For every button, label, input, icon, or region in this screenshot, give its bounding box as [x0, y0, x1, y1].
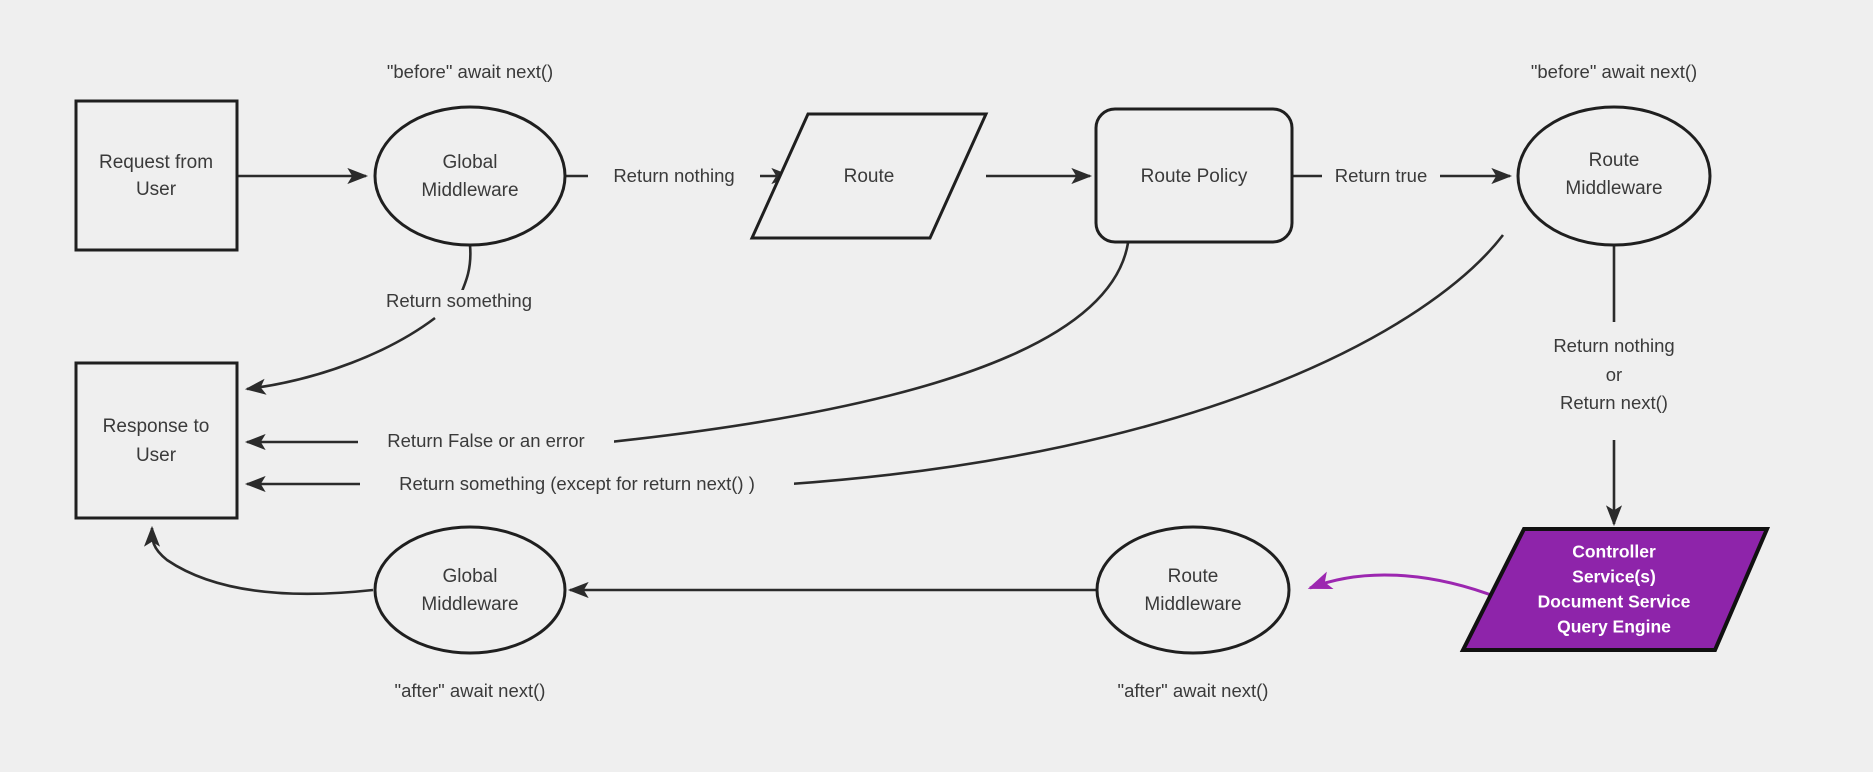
annotation-after-route-middleware: "after" await next(): [1118, 680, 1269, 701]
route-middleware-bottom-label-line1: Route: [1168, 566, 1219, 587]
controller-services-label-line1: Controller: [1572, 542, 1656, 562]
global-middleware-bottom-label-line1: Global: [443, 566, 498, 587]
global-middleware-top-label-line1: Global: [443, 152, 498, 173]
global-middleware-bottom-ellipse: [373, 525, 567, 655]
annotation-before-global-middleware: "before" await next(): [387, 61, 553, 82]
route-middleware-bottom-label-line2: Middleware: [1144, 594, 1241, 615]
return-nothing-or-next-line2: or: [1606, 364, 1622, 385]
route-middleware-top-label-line2: Middleware: [1565, 178, 1662, 199]
edge-route-policy-to-response-curve: [609, 242, 1130, 444]
return-something-except-text: Return something (except for return next…: [399, 473, 755, 494]
controller-services-parallelogram: [1459, 527, 1771, 652]
route-policy-box: [1094, 107, 1294, 244]
node-request-from-user[interactable]: Request from User: [74, 99, 239, 252]
return-nothing-or-next-line1: Return nothing: [1553, 335, 1674, 356]
controller-services-label-line4: Query Engine: [1557, 617, 1671, 637]
edge-global-middleware-to-response-upper: [458, 244, 472, 297]
edge-label-return-false-or-error: Return False or an error: [358, 430, 614, 456]
request-from-user-label-line1: Request from: [99, 152, 213, 173]
request-from-user-label-line2: User: [136, 179, 177, 200]
response-to-user-label-line1: Response to: [103, 416, 210, 437]
node-route-middleware-bottom[interactable]: Route Middleware: [1095, 525, 1291, 655]
controller-services-label-line3: Document Service: [1538, 592, 1691, 612]
edge-route-middleware-to-response-curve: [789, 234, 1505, 486]
response-to-user-box: [74, 361, 239, 520]
edge-label-return-nothing: Return nothing: [588, 164, 760, 189]
edge-global-middleware-to-response-lower: [244, 316, 436, 395]
global-middleware-bottom-label-line2: Middleware: [421, 594, 518, 615]
edge-label-return-something: Return something: [369, 290, 570, 316]
controller-services-label-line2: Service(s): [1572, 567, 1656, 587]
return-nothing-or-next-line3: Return next(): [1560, 392, 1668, 413]
node-route-middleware-top[interactable]: Route Middleware: [1516, 105, 1712, 247]
route-policy-label: Route Policy: [1141, 166, 1248, 187]
node-global-middleware-bottom[interactable]: Global Middleware: [373, 525, 567, 655]
node-global-middleware-top[interactable]: Global Middleware: [373, 105, 567, 247]
global-middleware-top-label-line2: Middleware: [421, 180, 518, 201]
route-middleware-top-ellipse: [1516, 105, 1712, 247]
edge-global-middleware-bottom-to-response: [143, 525, 374, 596]
return-true-text: Return true: [1335, 165, 1428, 186]
node-response-to-user[interactable]: Response to User: [74, 361, 239, 520]
annotation-after-global-middleware: "after" await next(): [395, 680, 546, 701]
global-middleware-top-ellipse: [373, 105, 567, 247]
annotation-before-route-middleware: "before" await next(): [1531, 61, 1697, 82]
edge-controller-to-route-middleware-bottom: [1307, 571, 1500, 600]
route-middleware-top-label-line1: Route: [1589, 150, 1640, 171]
edge-label-return-true: Return true: [1322, 164, 1440, 189]
return-false-or-error-text: Return False or an error: [387, 430, 584, 451]
node-controller-services[interactable]: Controller Service(s) Document Service Q…: [1459, 527, 1771, 652]
response-to-user-label-line2: User: [136, 445, 177, 466]
route-parallelogram: [749, 112, 989, 240]
edge-label-return-nothing-or-next: Return nothing or Return next(): [1530, 332, 1700, 427]
route-label: Route: [844, 166, 895, 187]
return-nothing-text: Return nothing: [613, 165, 734, 186]
edge-label-return-something-except: Return something (except for return next…: [360, 472, 794, 498]
node-route-policy[interactable]: Route Policy: [1094, 107, 1294, 244]
route-middleware-bottom-ellipse: [1095, 525, 1291, 655]
node-route[interactable]: Route: [749, 112, 989, 240]
return-something-text: Return something: [386, 290, 532, 311]
request-from-user-box: [74, 99, 239, 252]
